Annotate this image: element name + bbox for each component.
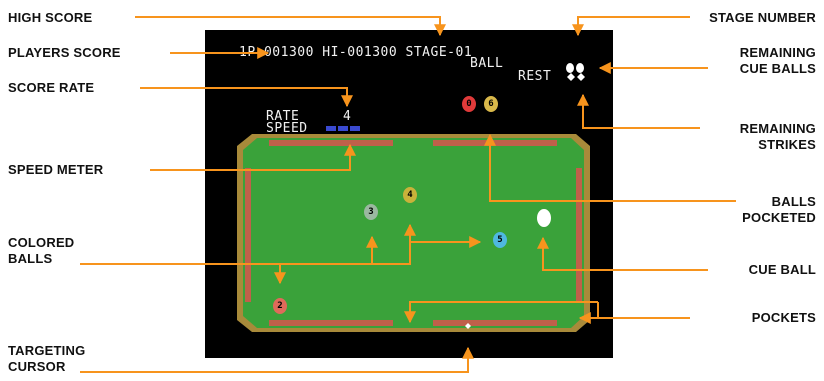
ball-number-label: 4 [407,190,413,200]
ball-3: 3 [364,204,378,220]
table-rail-right [576,168,582,302]
ball-number-label: 2 [277,301,283,311]
ball-number-label: 6 [488,99,494,109]
label-targeting-cursor-line1: TARGETING [8,343,86,358]
label-targeting-cursor-line2: CURSOR [8,359,66,374]
remaining-strike-icon [567,73,575,81]
label-colored-balls-line1: COLORED [8,235,75,250]
arrow-high-score [135,16,446,37]
ball-6: 6 [484,96,498,112]
cue-ball [537,209,551,227]
label-score-rate: SCORE RATE [8,80,95,95]
table-rail-bottom-right [433,320,557,326]
remaining-cue-ball-icon [576,63,584,73]
label-remaining-cue-balls: REMAINING CUE BALLS [740,45,816,77]
label-remaining-strikes-line1: REMAINING [739,121,816,136]
arrow-speed-meter [150,143,356,171]
label-targeting-cursor: TARGETING CURSOR [8,343,85,375]
label-balls-pocketed-line2: POCKETED [742,210,816,225]
arrow-pockets-left [404,301,598,324]
ball-number-label: 5 [497,235,503,245]
label-remaining-strikes-line2: STRIKES [758,137,816,152]
ball-5: 5 [493,232,507,248]
arrow-cue-ball [537,236,708,271]
hud-speed-label: SPEED [266,121,308,136]
label-speed-meter: SPEED METER [8,162,104,177]
arrow-pockets-bracket [597,302,690,319]
ball-4: 4 [403,187,417,203]
hud-rate-label: RATE [266,109,300,124]
table-rail-top-left [269,140,393,146]
label-remaining-cue-balls-line1: REMAINING [739,45,816,60]
label-remaining-cue-balls-line2: CUE BALLS [739,61,816,76]
remaining-cue-ball-icon [566,63,574,73]
hud-rest-label: REST [518,69,552,84]
speed-meter-segment [350,126,360,131]
hud-rate-value: 4 [343,109,352,124]
label-players-score: PLAYERS SCORE [8,45,121,60]
label-high-score: HIGH SCORE [8,10,93,25]
label-stage-number: STAGE NUMBER [709,10,816,25]
arrow-score-rate [140,87,353,108]
speed-meter-segment [326,126,336,131]
label-balls-pocketed-line1: BALLS [771,194,816,209]
label-balls-pocketed: BALLS POCKETED [742,194,816,226]
label-colored-balls: COLORED BALLS [8,235,74,267]
label-remaining-strikes: REMAINING STRIKES [740,121,816,153]
table-rail-bottom-left [269,320,393,326]
remaining-strike-icon [577,73,585,81]
arrow-remaining-strikes [577,93,700,129]
arrow-balls-pocketed [484,133,736,202]
arrow-targeting-cursor [80,346,474,373]
arrow-stage-number [572,16,690,37]
table-rail-left [245,168,251,302]
label-cue-ball: CUE BALL [748,262,816,277]
hud-ball-label: BALL [470,56,504,71]
ball-number-label: 0 [466,99,472,109]
label-pockets: POCKETS [751,310,816,325]
ball-number-label: 3 [368,207,374,217]
label-colored-balls-line2: BALLS [8,251,53,266]
speed-meter-segment [338,126,348,131]
arrow-colored-balls-4 [80,223,416,265]
ball-0: 0 [462,96,476,112]
targeting-cursor [465,323,471,329]
ball-2: 2 [273,298,287,314]
